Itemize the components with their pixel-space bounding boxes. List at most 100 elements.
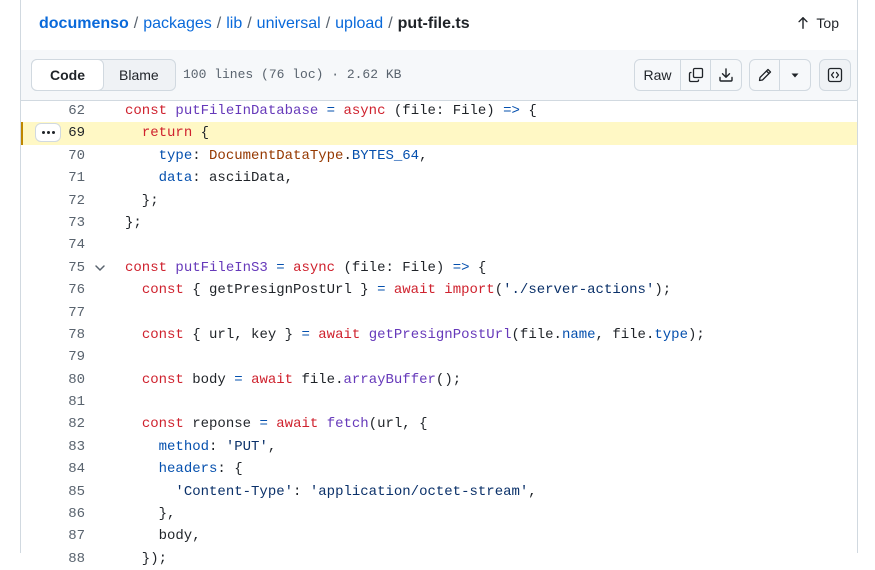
line-number[interactable]: 71: [68, 170, 85, 187]
line-number[interactable]: 82: [68, 416, 85, 433]
code-token: =: [377, 282, 386, 299]
line-number[interactable]: 83: [68, 438, 85, 455]
code-token: };: [125, 192, 159, 209]
line-number[interactable]: 75: [68, 259, 85, 276]
line-number[interactable]: 70: [68, 147, 85, 164]
line-code: },: [125, 503, 176, 525]
code-tab[interactable]: Code: [31, 59, 104, 91]
code-token: ,: [528, 483, 537, 500]
blame-tab[interactable]: Blame: [119, 67, 159, 83]
code-token: },: [125, 506, 176, 523]
code-line: 74: [21, 234, 857, 256]
code-token: ,: [267, 438, 277, 455]
breadcrumb-lib-link[interactable]: lib: [226, 15, 243, 32]
raw-button[interactable]: Raw: [635, 60, 681, 90]
code-token: =: [234, 371, 243, 388]
copy-raw-button[interactable]: [681, 60, 711, 90]
arrow-up-icon: [798, 17, 809, 29]
line-number[interactable]: 69: [68, 125, 85, 142]
breadcrumb-separator: /: [133, 15, 139, 32]
download-raw-button[interactable]: [711, 60, 741, 90]
code-token: await: [318, 326, 361, 343]
code-token: [268, 260, 276, 276]
line-number[interactable]: 87: [68, 528, 85, 545]
breadcrumb-upload-link[interactable]: upload: [335, 15, 384, 32]
code-token: [285, 260, 293, 276]
code-line: 77: [21, 302, 857, 324]
edit-button[interactable]: [750, 60, 780, 90]
line-number[interactable]: 80: [68, 371, 85, 388]
pencil-icon: [758, 68, 771, 82]
code-token: [125, 372, 142, 388]
chevron-down-icon[interactable]: [93, 261, 107, 275]
line-code: const putFileInS3 = async (file: File) =…: [125, 257, 486, 279]
line-code: };: [125, 212, 142, 234]
code-token: (file.: [511, 326, 562, 343]
code-token: (file: File): [385, 103, 504, 119]
breadcrumb-separator: /: [216, 15, 222, 32]
line-number[interactable]: 74: [68, 237, 85, 254]
line-number[interactable]: 72: [68, 192, 85, 209]
breadcrumb-packages-link[interactable]: packages: [143, 15, 212, 32]
code-token: ();: [435, 371, 462, 388]
line-code: const { url, key } = await getPresignPos…: [125, 324, 705, 346]
code-line: 69 return {: [21, 122, 857, 146]
line-number[interactable]: 79: [68, 349, 85, 366]
code-token: name: [561, 326, 596, 343]
code-token: };: [125, 214, 142, 231]
line-number[interactable]: 85: [68, 483, 85, 500]
code-token: =: [326, 103, 336, 119]
code-token: :: [209, 438, 226, 455]
code-line: 85 'Content-Type': 'application/octet-st…: [21, 481, 857, 503]
line-number[interactable]: 81: [68, 394, 85, 411]
line-number[interactable]: 62: [68, 103, 85, 119]
code-token: type: [158, 147, 193, 164]
more-edit-options-button[interactable]: [780, 60, 810, 90]
code-token: (url, {: [368, 416, 428, 433]
code-line: 84 headers: {: [21, 458, 857, 480]
code-token: =>: [503, 103, 520, 119]
code-token: (: [494, 282, 504, 299]
code-token: const: [141, 416, 184, 433]
code-token: : {: [217, 461, 243, 478]
code-token: await: [276, 416, 319, 433]
code-token: data: [158, 170, 193, 187]
top-button[interactable]: Top: [796, 15, 839, 31]
code-token: { url, key }: [183, 326, 302, 343]
line-number[interactable]: 88: [68, 550, 85, 567]
edit-actions-group: [749, 59, 811, 91]
line-code: });: [125, 548, 167, 570]
symbols-panel-button[interactable]: [819, 59, 851, 91]
code-token: [268, 416, 276, 432]
code-token: body,: [125, 528, 201, 545]
code-token: [318, 416, 326, 432]
code-token: headers: [158, 461, 218, 478]
line-number[interactable]: 77: [68, 304, 85, 321]
code-token: const: [141, 282, 184, 299]
line-number[interactable]: 76: [68, 282, 85, 299]
line-number[interactable]: 84: [68, 461, 85, 478]
copy-icon: [688, 67, 703, 83]
breadcrumb-separator: /: [247, 15, 252, 32]
code-token: putFileInS3: [175, 259, 268, 276]
code-token: =: [259, 416, 268, 433]
line-code: };: [125, 190, 159, 212]
breadcrumb-current-file: put-file.ts: [397, 15, 470, 32]
line-number[interactable]: 78: [68, 326, 85, 343]
code-token: 'application/octet-stream': [309, 483, 529, 500]
code-token: , file.: [595, 326, 655, 343]
code-token: (file: File): [335, 259, 453, 276]
code-line: 79: [21, 346, 857, 368]
line-code: const reponse = await fetch(url, {: [125, 413, 428, 435]
file-toolbar: Code Blame 100 lines (76 loc) · 2.62 KB …: [21, 50, 857, 101]
download-icon: [719, 68, 733, 82]
line-context-button[interactable]: [35, 123, 61, 143]
breadcrumb-separator: /: [388, 15, 393, 32]
breadcrumb-universal-link[interactable]: universal: [256, 15, 321, 32]
line-number[interactable]: 73: [68, 214, 85, 231]
code-token: [360, 327, 368, 343]
line-number[interactable]: 86: [68, 506, 85, 523]
code-token: method: [158, 438, 210, 455]
breadcrumb-repo-link[interactable]: documenso: [39, 15, 129, 32]
